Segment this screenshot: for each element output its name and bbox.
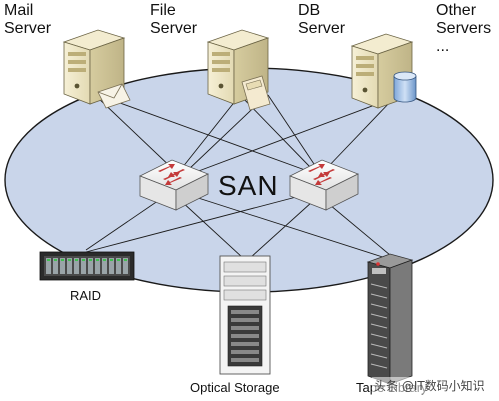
db-server-label: DB Server xyxy=(298,2,345,38)
mail-server-label-line1: Mail xyxy=(4,2,34,19)
mail-server-label: Mail Server xyxy=(4,2,51,38)
optical-storage-icon xyxy=(219,255,271,375)
raid-label: RAID xyxy=(70,288,102,303)
other-servers-label: Other Servers ... xyxy=(436,2,491,56)
san-label: SAN xyxy=(218,170,279,201)
file-server-icon xyxy=(206,29,271,111)
file-server-label: File Server xyxy=(150,2,197,38)
db-server-label-line1: DB xyxy=(298,2,321,19)
db-server-icon xyxy=(350,33,417,109)
san-switch-right-icon xyxy=(289,159,359,211)
tape-library-icon xyxy=(366,253,414,385)
san-switch-left-icon xyxy=(139,159,209,211)
envelope-icon xyxy=(97,83,131,109)
watermark-text: 头条 @IT数码小知识 xyxy=(372,377,487,394)
mail-server-label-line2: Server xyxy=(4,20,52,37)
folder-icon xyxy=(241,75,271,111)
db-server-label-line2: Server xyxy=(298,20,346,37)
database-icon xyxy=(393,71,417,103)
other-servers-label-line3: ... xyxy=(436,38,450,55)
file-server-label-line2: Server xyxy=(150,20,198,37)
other-servers-label-line1: Other xyxy=(436,2,477,19)
other-servers-label-line2: Servers xyxy=(436,20,492,37)
optical-storage-label: Optical Storage xyxy=(190,380,280,395)
file-server-label-line1: File xyxy=(150,2,176,19)
raid-array-icon xyxy=(39,251,135,281)
mail-server-icon xyxy=(62,29,131,109)
